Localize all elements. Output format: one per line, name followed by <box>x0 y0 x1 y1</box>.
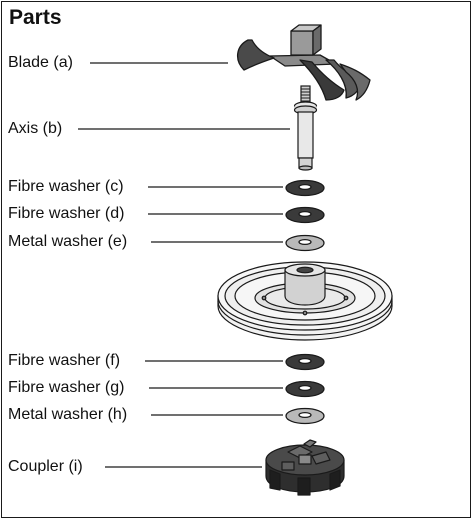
blade-icon <box>237 24 371 101</box>
part-label-axis: Axis (b) <box>8 120 63 137</box>
fibre-washer-icon <box>285 353 325 371</box>
parts-title: Parts <box>9 6 62 29</box>
metal-washer-icon <box>285 234 325 252</box>
fibre-washer-icon <box>285 206 325 224</box>
axis-icon <box>293 85 318 171</box>
part-label-metal-washer-h: Metal washer (h) <box>8 406 128 423</box>
metal-washer-icon <box>285 407 325 425</box>
part-label-fibre-washer-d: Fibre washer (d) <box>8 205 125 222</box>
pulley-disc-icon <box>217 261 393 341</box>
fibre-washer-icon <box>285 380 325 398</box>
fibre-washer-icon <box>285 179 325 197</box>
part-label-fibre-washer-c: Fibre washer (c) <box>8 178 124 195</box>
leader-lines <box>78 62 290 468</box>
part-label-metal-washer-e: Metal washer (e) <box>8 233 128 250</box>
parts-panel <box>1 1 471 518</box>
coupler-icon <box>265 439 345 496</box>
part-label-coupler: Coupler (i) <box>8 458 83 475</box>
part-label-fibre-washer-f: Fibre washer (f) <box>8 352 121 369</box>
part-label-fibre-washer-g: Fibre washer (g) <box>8 379 125 396</box>
part-label-blade: Blade (a) <box>8 54 73 71</box>
